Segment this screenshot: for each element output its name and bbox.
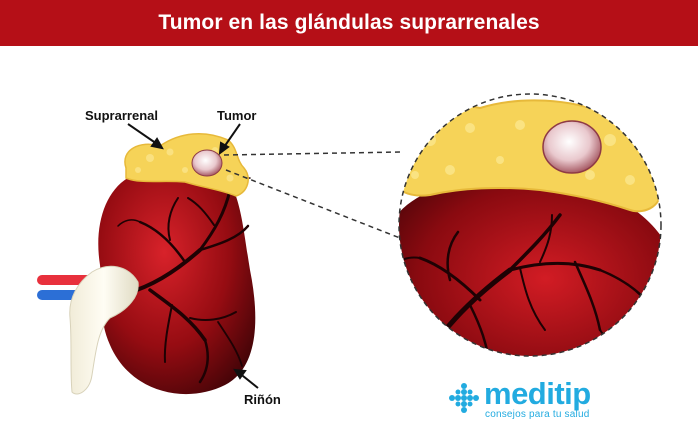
label-arrows — [127, 123, 259, 389]
tumor — [191, 149, 223, 177]
medical-cross-icon — [449, 383, 479, 413]
zoom-lines — [223, 151, 403, 239]
brand-name: meditip — [484, 376, 591, 411]
page-title: Tumor en las glándulas suprarrenales — [158, 11, 540, 34]
ureter — [69, 265, 139, 395]
brand-tagline: consejos para tu salud — [485, 409, 590, 420]
zoom-circle-outline — [398, 93, 662, 357]
tumor-label: Tumor — [217, 108, 257, 123]
title-banner: Tumor en las glándulas suprarrenales — [0, 0, 698, 46]
meditip-logo: meditip consejos para tu salud — [448, 376, 618, 422]
adrenal-texture — [135, 147, 234, 182]
adrenal-label: Suprarrenal — [85, 108, 158, 123]
kidney-label: Riñón — [244, 392, 281, 407]
